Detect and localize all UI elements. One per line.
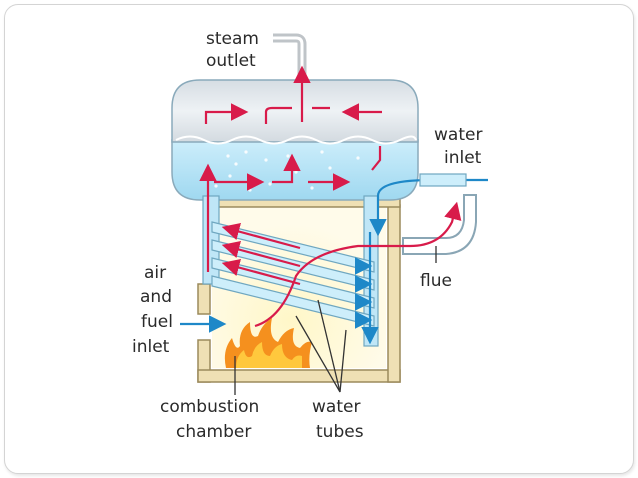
water-tubes-label-line1: water (312, 397, 360, 417)
flue-label: flue (420, 271, 452, 291)
combustion-chamber-walls (197, 196, 401, 383)
water-tubes-label-line2: tubes (316, 422, 364, 442)
water-inlet-nozzle (419, 173, 467, 187)
air-fuel-label-line4: inlet (132, 337, 170, 357)
steam-flow-arrows (199, 65, 462, 328)
combustion-chamber-label-line2: chamber (176, 422, 251, 442)
air-fuel-label-line3: fuel (141, 312, 173, 332)
steam-outlet-label-line1: steam (206, 29, 259, 49)
burner-flames (224, 318, 312, 368)
combustion-chamber-label-line1: combustion (160, 397, 259, 417)
air-fuel-label-line1: air (144, 263, 166, 283)
steam-outlet-pipe (273, 33, 307, 80)
leader-lines (234, 246, 437, 395)
flue-duct (402, 194, 477, 255)
water-inlet-label-line2: inlet (444, 148, 482, 168)
water-inlet-label-line1: water (434, 125, 482, 145)
steam-outlet-label-line2: outlet (206, 51, 256, 71)
riser-tubes (202, 195, 220, 285)
air-fuel-label-line2: and (140, 287, 172, 307)
